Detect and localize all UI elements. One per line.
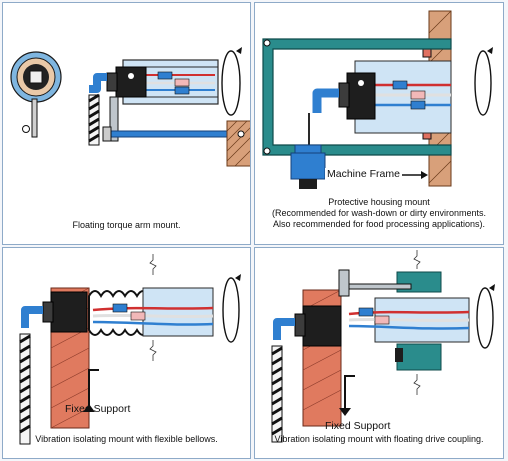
panel-floating-torque-arm: Floating torque arm mount.	[2, 2, 251, 245]
flexible-bellows-diagram	[19, 254, 241, 445]
caption-housing-line-1: Protective housing mount	[328, 197, 430, 207]
machine-frame-label: Machine Frame	[325, 168, 402, 180]
caption-housing-line-2: (Recommended for wash-down or dirty envi…	[271, 208, 487, 218]
floating-torque-arm-diagram	[10, 47, 250, 167]
protective-housing-diagram	[262, 10, 493, 189]
floating-coupling-diagram	[271, 250, 495, 443]
caption-coupling: Vibration isolating mount with floating …	[274, 434, 484, 444]
panel-flexible-bellows: Fixed Support Vibration isolating mount …	[2, 247, 251, 459]
panel-floating-coupling: Fixed Support Vibration isolating mount …	[254, 247, 504, 459]
panel-protective-housing: Machine Frame Protective housing mount (…	[254, 2, 504, 245]
fixed-support-label-bellows: Fixed Support	[65, 403, 131, 415]
fixed-support-label-coupling: Fixed Support	[325, 420, 391, 432]
caption-housing: Protective housing mount (Recommended fo…	[255, 197, 503, 230]
caption-bellows: Vibration isolating mount with flexible …	[35, 434, 218, 444]
end-view	[10, 51, 62, 138]
caption-housing-line-3: Also recommended for food processing app…	[272, 219, 486, 229]
caption-floating: Floating torque arm mount.	[72, 220, 181, 230]
